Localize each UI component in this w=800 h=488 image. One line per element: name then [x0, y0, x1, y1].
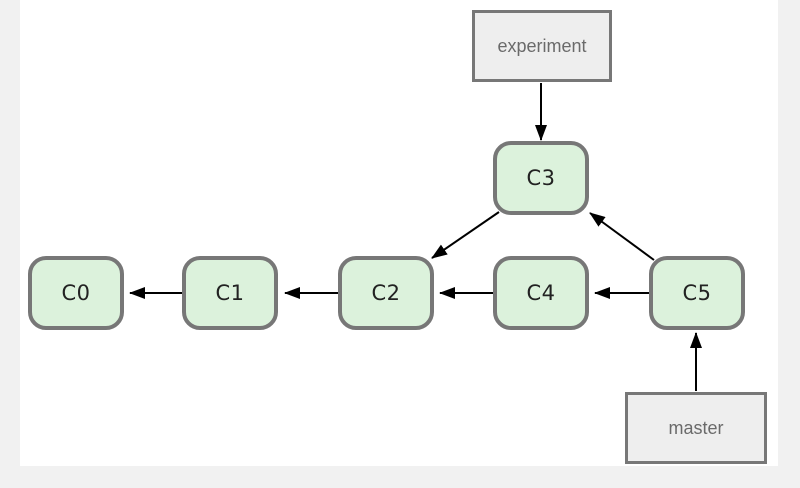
commit-c3[interactable]: C3 — [493, 141, 589, 215]
commit-c4[interactable]: C4 — [493, 256, 589, 330]
commit-label: C4 — [526, 281, 556, 305]
commit-label: C3 — [526, 166, 556, 190]
commit-c1[interactable]: C1 — [182, 256, 278, 330]
branch-experiment[interactable]: experiment — [472, 10, 612, 82]
commit-c0[interactable]: C0 — [28, 256, 124, 330]
commit-label: C1 — [215, 281, 245, 305]
branch-master[interactable]: master — [625, 392, 767, 464]
commit-label: C5 — [682, 281, 712, 305]
branch-label: experiment — [497, 35, 587, 56]
commit-label: C0 — [61, 281, 91, 305]
commit-c2[interactable]: C2 — [338, 256, 434, 330]
commit-label: C2 — [371, 281, 401, 305]
commit-c5[interactable]: C5 — [649, 256, 745, 330]
branch-label: master — [668, 417, 724, 438]
